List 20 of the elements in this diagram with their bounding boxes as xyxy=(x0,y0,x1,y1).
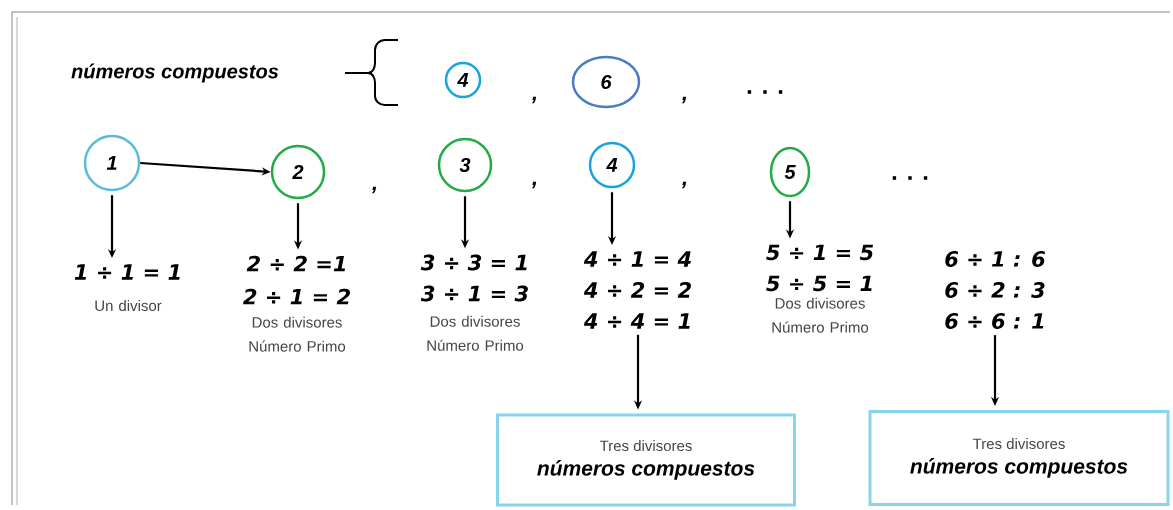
equation-list: 4 ÷ 1 = 4 4 ÷ 2 = 2 4 ÷ 4 = 1 xyxy=(583,251,691,329)
comma: , xyxy=(371,186,377,194)
result-box: Tres divisores números compuestos xyxy=(868,410,1170,506)
caption-text: Un divisor xyxy=(95,300,162,312)
equation-list: 3 ÷ 3 = 1 3 ÷ 1 = 3 xyxy=(420,254,528,302)
equation-list: 2 ÷ 2 =1 2 ÷ 1 = 2 xyxy=(243,255,350,305)
comma: , xyxy=(681,181,687,189)
ellipsis: . . . xyxy=(892,176,928,180)
comma: , xyxy=(531,96,537,104)
comma: , xyxy=(531,181,537,189)
caption-text: Dos divisores Número Primo xyxy=(249,316,346,352)
ellipsis: . . . xyxy=(747,90,783,94)
caption-text: Dos divisores Número Primo xyxy=(427,315,524,351)
equation-list: 6 ÷ 1 : 6 6 ÷ 2 : 3 6 ÷ 6 : 1 xyxy=(945,251,1045,329)
comma: , xyxy=(681,96,687,104)
equation-list: 5 ÷ 1 = 5 5 ÷ 5 = 1 xyxy=(766,244,874,292)
caption-text: Dos divisores Número Primo xyxy=(772,297,869,333)
result-box: Tres divisores números compuestos xyxy=(496,413,796,507)
equation-list: 1 ÷ 1 = 1 xyxy=(74,264,180,280)
heading-text: números compuestos xyxy=(71,63,279,83)
